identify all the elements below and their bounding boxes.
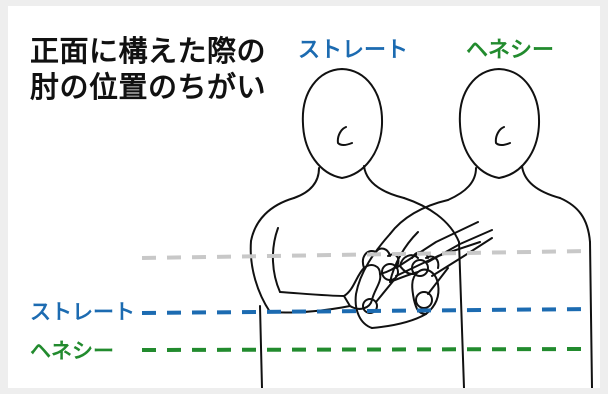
figure-hennessy-scissor-ring-lower	[415, 291, 433, 309]
figure-illustration	[141, 68, 593, 388]
figure-hennessy-head	[458, 68, 541, 179]
figure-straight-body-edge	[259, 241, 465, 388]
figure-straight-scissor-ring-lower	[362, 298, 378, 314]
figure-hennessy-nose	[494, 126, 511, 146]
figure-straight-forearm	[269, 291, 351, 314]
figure-hennessy-neck	[447, 165, 561, 201]
figure-straight-neck	[293, 165, 405, 199]
title-line-2: 肘の位置のちがい	[30, 70, 267, 104]
figure-straight-upper-arm	[249, 227, 281, 313]
illustration-panel: 正面に構えた際の 肘の位置のちがい ストレート ヘネシー ストレート ヘネシー	[8, 6, 600, 388]
figure-straight-head	[301, 68, 384, 179]
level-label-straight: ストレート	[30, 300, 135, 324]
figure-hennessy	[354, 68, 593, 388]
figure-hennessy-scissor-ring-upper	[411, 259, 429, 277]
figure-hennessy-body-edge	[589, 241, 593, 388]
figure-straight-shoulders	[250, 197, 460, 243]
figure-label-straight: ストレート	[298, 38, 409, 63]
level-line-hennessy	[141, 347, 593, 352]
figure-straight-fingers	[362, 247, 400, 275]
figure-label-hennessy: ヘネシー	[466, 38, 555, 63]
figure-straight-nose	[336, 126, 353, 146]
title-line-1: 正面に構えた際の	[30, 34, 267, 68]
figure-hennessy-scissor-blades	[427, 229, 493, 295]
figure-hennessy-shoulders	[389, 197, 591, 243]
figure-straight	[249, 68, 481, 388]
level-line-straight	[141, 307, 593, 315]
elbow-level-lines	[141, 249, 593, 352]
level-line-reference	[141, 249, 593, 260]
level-label-hennessy: ヘネシー	[30, 339, 114, 363]
